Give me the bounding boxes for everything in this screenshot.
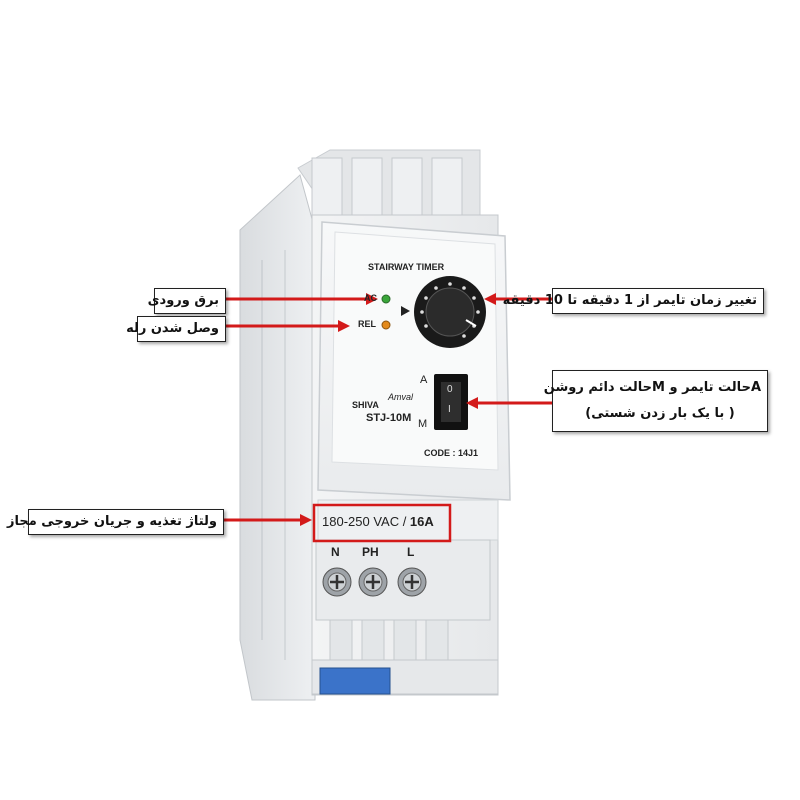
- rating-plate: [317, 499, 499, 541]
- ac-label: AC: [364, 293, 377, 303]
- mode-switch[interactable]: [434, 374, 468, 430]
- callout-mode-line2: ( با یک بار زدن شستی): [585, 406, 735, 421]
- dial-pointer-icon: [401, 306, 410, 316]
- brand-right: Amval: [388, 392, 414, 402]
- callout-arrows: [222, 293, 552, 526]
- top-ribs: [297, 149, 481, 221]
- callout-relay-on: وصل شدن رله: [126, 316, 226, 342]
- terminal-label-n: N: [331, 545, 340, 559]
- rel-label: REL: [358, 319, 376, 329]
- rating-current: 16A: [409, 514, 434, 529]
- switch-bottom-label: M: [418, 418, 428, 430]
- code-label: CODE : 14J1: [424, 448, 479, 458]
- terminal-screws[interactable]: [322, 567, 427, 597]
- rel-led-icon: [381, 320, 391, 330]
- rating-text: 180-250 VAC / 16A: [322, 514, 434, 529]
- callout-supply-rating: ولتاژ تغذیه و جریان خروجی مجاز: [7, 509, 224, 535]
- rating-voltage: 180-250 VAC /: [322, 514, 410, 529]
- callout-power-input: برق ورودی: [148, 288, 226, 314]
- model-label: STJ-10M: [366, 412, 412, 424]
- brand-left: SHIVA: [352, 400, 379, 410]
- ac-led-icon: [381, 294, 391, 304]
- callout-timer-range: تغییر زمان تایمر از 1 دقیقه تا 10 دقیقه: [503, 288, 764, 314]
- terminal-label-l: L: [407, 545, 415, 559]
- device-header: STAIRWAY TIMER: [368, 262, 445, 272]
- callout-mode-line1: Aحالت تایمر و Mحالت دائم روشن: [543, 380, 761, 395]
- terminal-label-ph: PH: [362, 545, 379, 559]
- callout-mode: Aحالت تایمر و Mحالت دائم روشن ( با یک با…: [543, 370, 768, 432]
- switch-top-label: A: [420, 374, 428, 386]
- switch-bottom-mark: I: [448, 404, 451, 415]
- device-side: [239, 174, 316, 701]
- switch-top-mark: 0: [447, 384, 453, 395]
- rating-highlight-box: [312, 503, 452, 543]
- din-clip: [319, 667, 391, 695]
- timer-dial[interactable]: [414, 276, 486, 348]
